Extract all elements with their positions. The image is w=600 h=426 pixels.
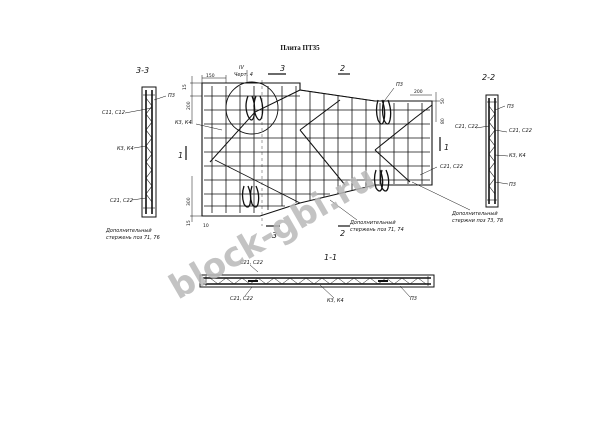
label-add-bar-mid-a: Дополнительный bbox=[349, 220, 396, 226]
label-c11-c12: С11, С12 bbox=[102, 110, 125, 116]
label-c21-c22-section-bottom: С21, С22 bbox=[230, 296, 253, 302]
dim-10: 10 bbox=[203, 223, 209, 229]
dim-50: 50 bbox=[440, 98, 446, 104]
drawing-title: Плита ПТ35 bbox=[280, 44, 320, 52]
dim-80: 80 bbox=[440, 118, 446, 124]
label-p3-right-top: П3 bbox=[507, 104, 514, 110]
dim-200-left: 200 bbox=[186, 101, 192, 110]
label-add-bar-left-a: Дополнительный bbox=[105, 228, 152, 234]
cut-mark-2-bottom: 2 bbox=[340, 229, 345, 238]
label-p3-plan: П3 bbox=[396, 82, 403, 88]
section-1-1-label: 1-1 bbox=[324, 253, 337, 262]
dim-15-top: 15 bbox=[182, 84, 188, 90]
plan-view bbox=[185, 70, 471, 227]
label-c21-c22-right-b: С21, С22 bbox=[509, 128, 532, 134]
label-k3-k4-plan: К3, К4 bbox=[175, 120, 192, 126]
label-k3-k4-section: К3, К4 bbox=[327, 298, 344, 304]
detail-iv-mark: IV bbox=[239, 65, 244, 71]
cut-mark-3-top: 3 bbox=[280, 64, 285, 73]
section-3-3: 3-3 bbox=[124, 66, 167, 218]
cut-mark-1-left: 1 bbox=[178, 151, 183, 160]
label-c21-c22-plan: С21, С22 bbox=[440, 164, 463, 170]
label-c21-c22-right-a: С21, С22 bbox=[455, 124, 478, 130]
label-p3-left: П3 bbox=[168, 93, 175, 99]
label-p3-right-bottom: П3 bbox=[509, 182, 516, 188]
label-k3-k4-left: К3, К4 bbox=[117, 146, 134, 152]
label-p3-section: П3 bbox=[410, 296, 417, 302]
dim-150: 150 bbox=[206, 73, 215, 79]
label-add-bar-right-b: стержни поз 73, 78 bbox=[452, 218, 503, 224]
cut-mark-3-bottom: 3 bbox=[272, 231, 277, 240]
dim-200-top: 200 bbox=[414, 89, 423, 95]
label-c21-c22-left: С21, С22 bbox=[110, 198, 133, 204]
section-3-3-label: 3-3 bbox=[136, 66, 149, 75]
cut-mark-2-top: 2 bbox=[340, 64, 345, 73]
label-k3-k4-right: К3, К4 bbox=[509, 153, 526, 159]
dim-300-left: 300 bbox=[186, 197, 192, 206]
section-2-2-label: 2-2 bbox=[482, 73, 495, 82]
label-add-bar-mid-b: стержень поз 71, 74 bbox=[350, 227, 404, 233]
label-add-bar-left-b: стержень поз 71, 76 bbox=[106, 235, 160, 241]
cut-mark-1-right: 1 bbox=[444, 143, 449, 152]
dim-15-bottom: 15 bbox=[186, 220, 192, 226]
label-c21-c22-section-top: С21, С22 bbox=[240, 260, 263, 266]
detail-label: Черт. 4 bbox=[234, 72, 253, 78]
label-add-bar-right-a: Дополнительный bbox=[451, 211, 498, 217]
section-1-1: 1-1 bbox=[199, 253, 435, 299]
section-2-2: 2-2 bbox=[475, 73, 509, 208]
